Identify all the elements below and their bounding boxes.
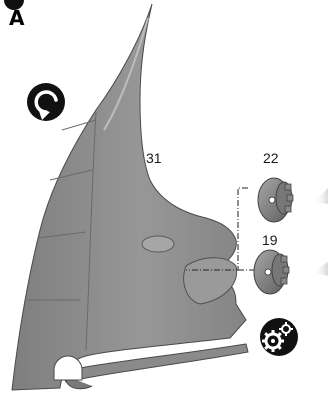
fastener-part-19 (254, 250, 289, 294)
panel-part-31 (12, 4, 248, 390)
part-number-22: 22 (263, 151, 279, 165)
fastener-part-22 (258, 178, 293, 222)
insert-direction-arrow-upper (314, 188, 328, 204)
part-number-31: 31 (146, 151, 162, 165)
part-number-19: 19 (262, 233, 278, 247)
insert-direction-arrow-lower (312, 262, 328, 276)
gears-icon (260, 318, 298, 356)
step-letter: A (9, 8, 24, 28)
rotate-arrow-icon (27, 83, 65, 121)
